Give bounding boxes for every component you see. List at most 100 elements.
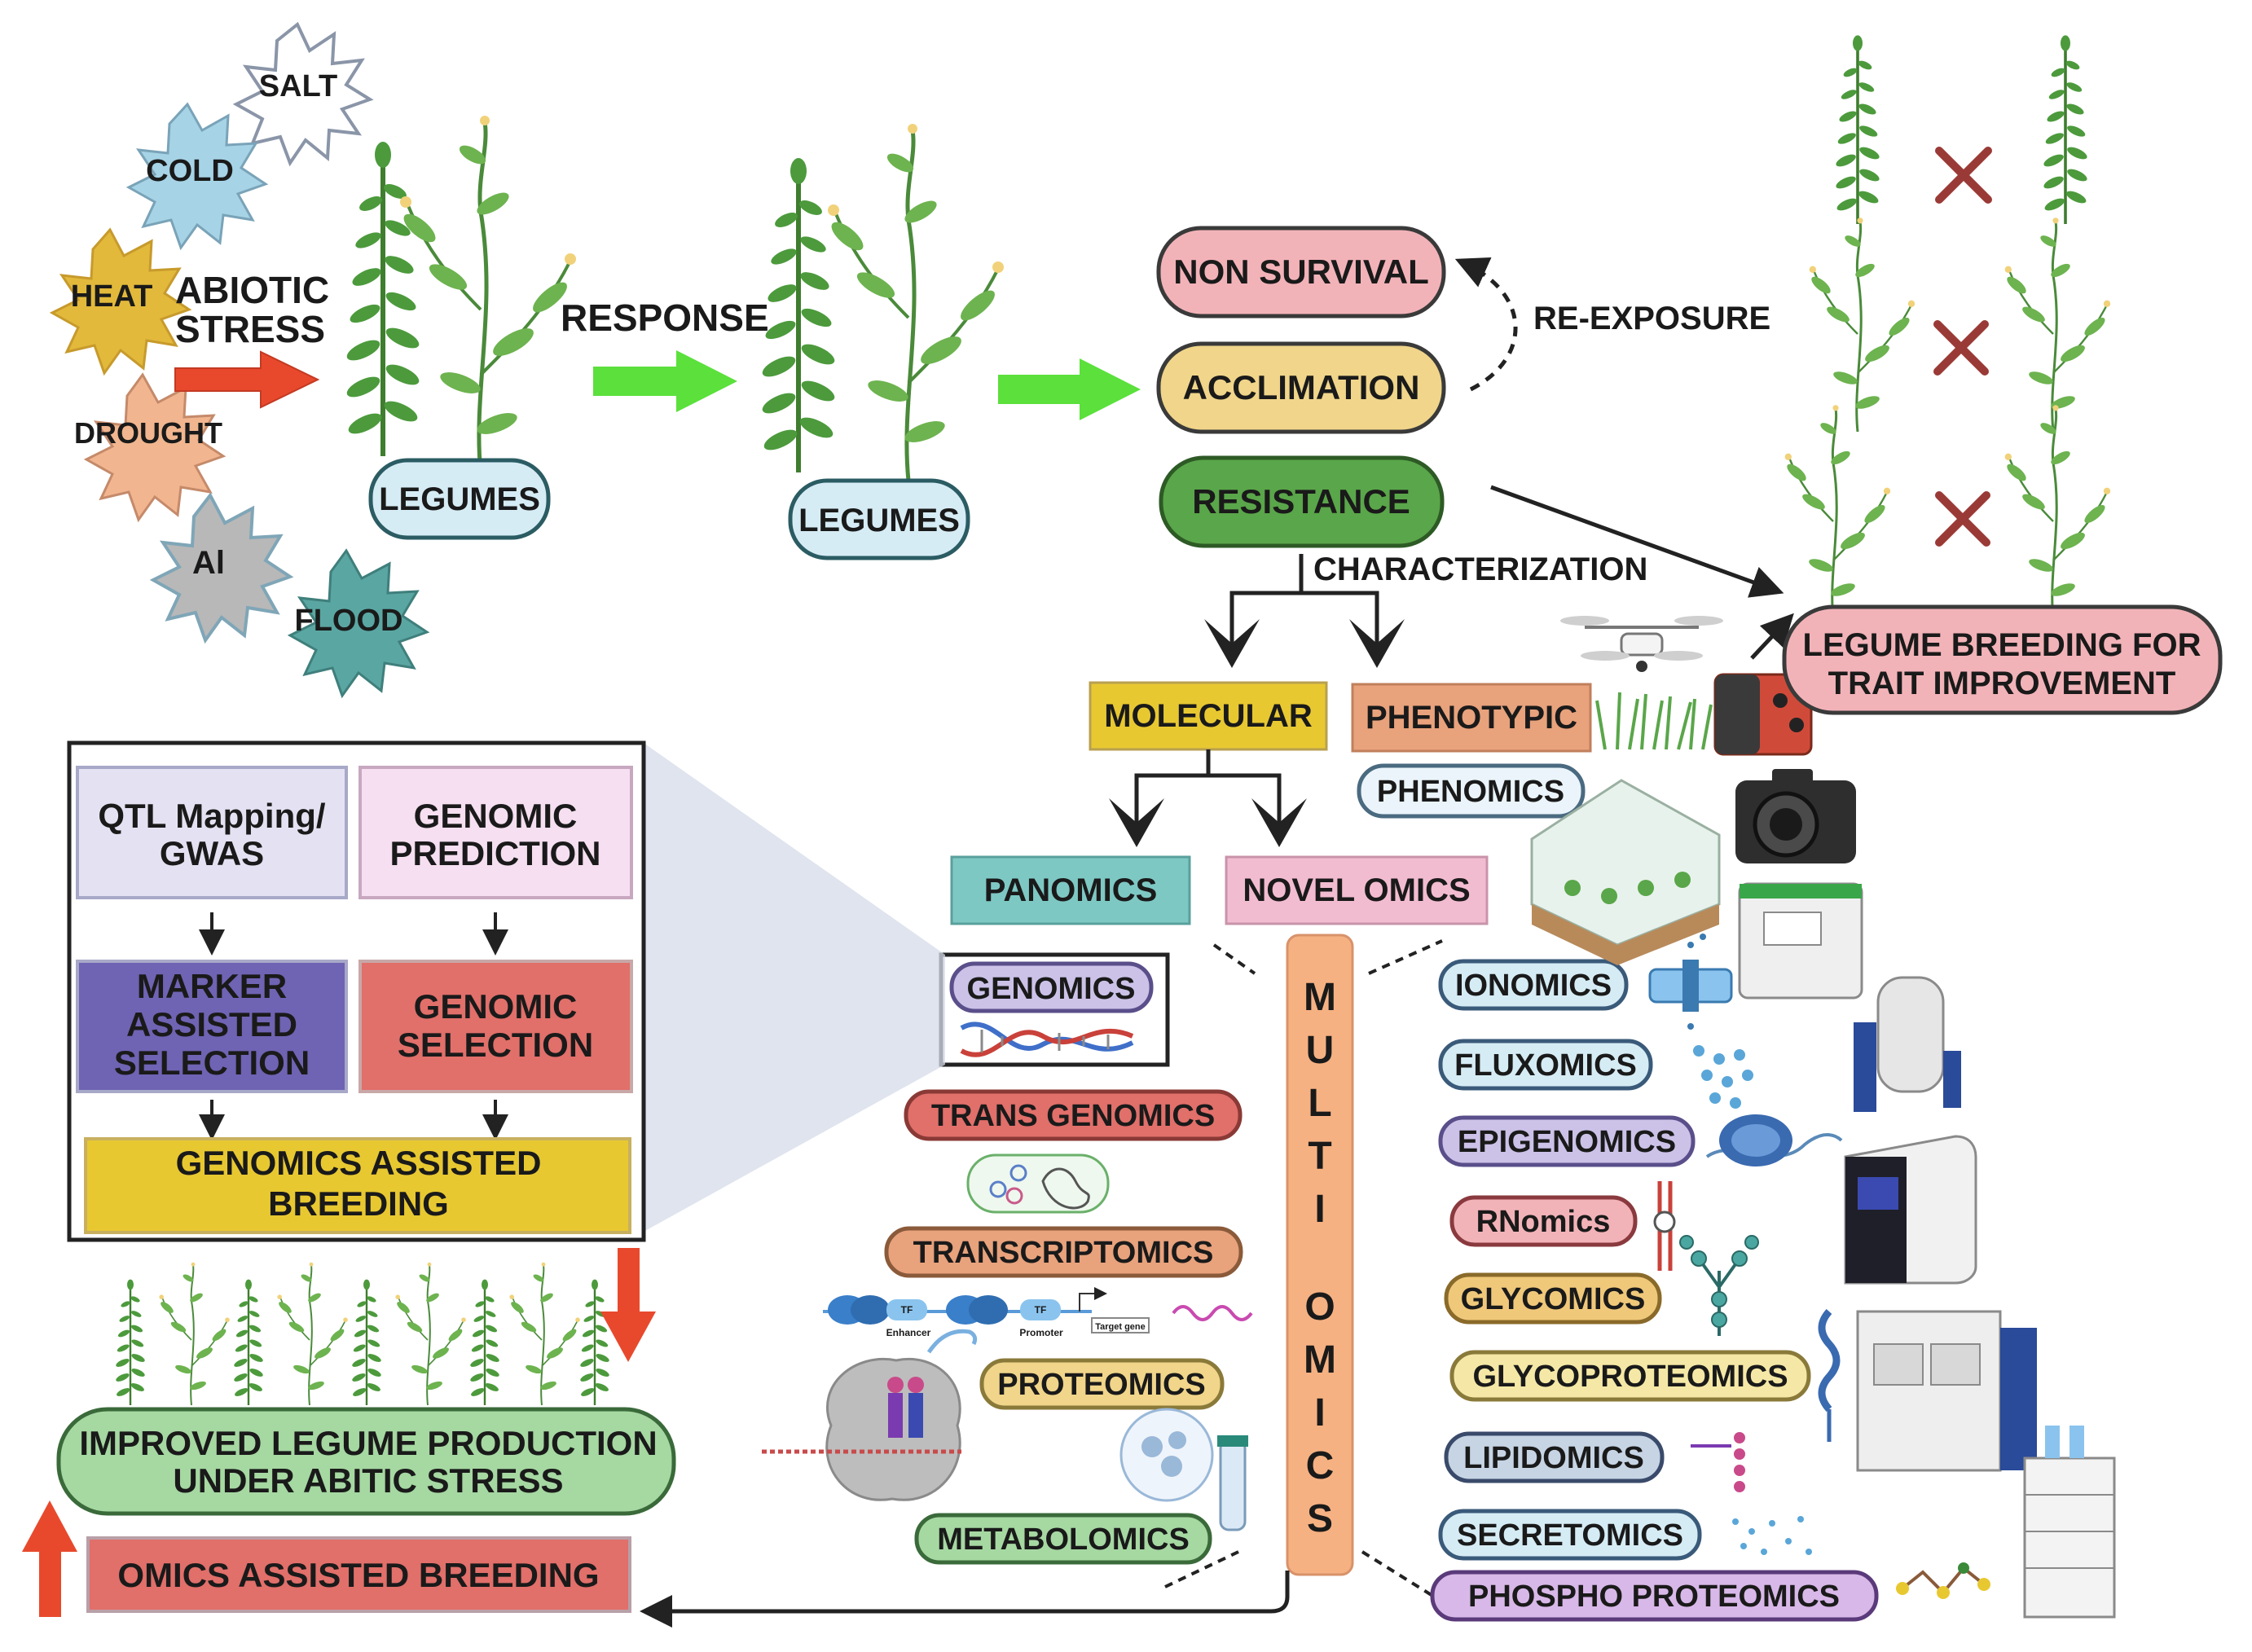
proteomics-label: PROTEOMICS [997, 1368, 1205, 1402]
genomic-prediction-box [358, 766, 633, 899]
ion-channel-icon [1648, 934, 1733, 1030]
gab-line2: BREEDING [268, 1184, 449, 1223]
novel-chevron [1251, 798, 1307, 847]
glycoproteomics-pill [1449, 1350, 1811, 1402]
salt-burst [232, 21, 374, 167]
breeding-target-pill [1782, 604, 2223, 715]
secretion-dots-icon [1732, 1516, 1812, 1555]
outcomes-group: NON SURVIVAL ACCLIMATION RESISTANCE [1156, 226, 1446, 548]
legumes-pill-1 [368, 458, 551, 540]
secretomics-label: SECRETOMICS [1457, 1518, 1683, 1553]
acclimation-label: ACCLIMATION [1183, 368, 1420, 406]
multi-letter: I [1314, 1188, 1325, 1231]
breeding-target-line1: LEGUME BREEDING FOR [1803, 627, 2201, 663]
multi-letter: M [1304, 976, 1336, 1019]
phospho-proteomics-pill [1430, 1570, 1879, 1622]
glycoproteomics-label: GLYCOPROTEOMICS [1472, 1360, 1788, 1394]
transcriptomics-label: TRANSCRIPTOMICS [913, 1236, 1214, 1270]
gab-box [84, 1137, 631, 1234]
drone-icon [1560, 616, 1723, 672]
phenomics-to-breeding-arrow [1750, 613, 1794, 660]
genomic-prediction-line2: PREDICTION [389, 834, 600, 872]
ionomics-pill [1438, 959, 1629, 1011]
heat-burst [49, 227, 192, 376]
rna-hairpin-icon [1653, 1181, 1676, 1271]
promoter-label: Promoter [1019, 1327, 1063, 1338]
panomics-label: PANOMICS [984, 872, 1158, 908]
molecular-label: MOLECULAR [1104, 698, 1313, 734]
legume-field-row [113, 1261, 612, 1407]
metabolomics-label: METABOLOMICS [937, 1522, 1190, 1557]
improved-line1: IMPROVED LEGUME PRODUCTION [79, 1424, 657, 1462]
target-gene-label: Target gene [1095, 1322, 1146, 1332]
genomics-label: GENOMICS [967, 972, 1136, 1006]
flood-label: FLOOD [295, 604, 403, 638]
resistance-pill [1159, 455, 1445, 548]
mas-line2: ASSISTED [126, 1005, 297, 1043]
outcome-arrow [998, 358, 1141, 420]
gab-line1: GENOMICS ASSISTED [176, 1144, 542, 1182]
cold-label: COLD [146, 154, 234, 188]
epigenomics-label: EPIGENOMICS [1458, 1125, 1676, 1159]
panomics-box [950, 855, 1191, 925]
flux-dots-icon [1693, 1045, 1753, 1109]
glycomics-label: GLYCOMICS [1461, 1282, 1646, 1316]
salt-label: SALT [259, 69, 337, 103]
tf-label-2: TF [1035, 1304, 1047, 1316]
legumes-label-2: LEGUMES [798, 503, 960, 538]
proteomics-pill [979, 1358, 1225, 1410]
improved-pill [56, 1407, 676, 1516]
stress-label: STRESS [175, 308, 325, 350]
acclimation-pill [1156, 341, 1446, 434]
al-label: Al [192, 545, 225, 581]
legumes-pill-2 [788, 478, 970, 560]
dotted-link-novel [1368, 939, 1443, 975]
lipidomics-pill [1444, 1431, 1665, 1483]
epigenomics-pill [1438, 1115, 1696, 1167]
fluxomics-pill [1438, 1039, 1653, 1091]
molecular-box [1089, 681, 1328, 751]
multi-omics-return-arrow [640, 1571, 1290, 1628]
multi-letter: U [1306, 1029, 1335, 1072]
glycomics-pill [1444, 1272, 1662, 1325]
molecular-chevron [1204, 619, 1260, 668]
drought-burst [83, 372, 227, 523]
cold-burst [125, 102, 269, 251]
response-arrow [593, 350, 737, 412]
multi-omics-letters: M U L T I O M I C S [1304, 976, 1336, 1540]
multi-letter: O [1304, 1285, 1335, 1329]
trans-genomics-label: TRANS GENOMICS [931, 1099, 1215, 1133]
transcriptomics-pill [884, 1226, 1243, 1278]
zoom-wedge [644, 743, 945, 1232]
breeding-target-line2: TRAIT IMPROVEMENT [1828, 666, 2176, 701]
genomic-prediction-line1: GENOMIC [414, 797, 578, 835]
hyperspectral-camera-icon [1713, 673, 1813, 756]
ribosome-icon [762, 1329, 978, 1501]
phospho-molecule-icon [1896, 1562, 1990, 1599]
tf-label-1: TF [901, 1304, 913, 1316]
re-exposure-label: RE-EXPOSURE [1533, 301, 1770, 336]
qtl-line1: QTL Mapping/ [98, 797, 326, 835]
qtl-box [76, 766, 348, 899]
phospho-proteomics-label: PHOSPHO PROTEOMICS [1468, 1580, 1840, 1614]
qtl-line2: GWAS [160, 834, 264, 872]
lipidomics-label: LIPIDOMICS [1463, 1441, 1644, 1475]
dotted-link-panomics [1212, 943, 1256, 975]
response-label: RESPONSE [561, 297, 769, 339]
multi-letter: I [1314, 1391, 1325, 1435]
crossing-plants [1783, 33, 2112, 621]
phenotypic-chevron [1349, 619, 1405, 668]
rnomics-pill [1449, 1195, 1638, 1247]
lc-stack-icon [2023, 1426, 2116, 1619]
transcription-schematic-icon: TF TF Enhancer Promoter Target gene [823, 1287, 1253, 1338]
fluxomics-label: FLUXOMICS [1454, 1048, 1637, 1083]
mas-line3: SELECTION [114, 1043, 310, 1082]
dslr-camera-icon [1735, 769, 1856, 863]
rnomics-label: RNomics [1476, 1205, 1611, 1239]
dna-helix-icon [960, 1022, 1134, 1057]
abiotic-label: ABIOTIC [175, 269, 329, 311]
omics-assisted-label: OMICS ASSISTED BREEDING [117, 1556, 599, 1594]
dotted-link-bottom-right [1361, 1550, 1436, 1598]
panomics-chevron [1109, 798, 1164, 847]
characterization-label: CHARACTERIZATION [1313, 551, 1647, 587]
